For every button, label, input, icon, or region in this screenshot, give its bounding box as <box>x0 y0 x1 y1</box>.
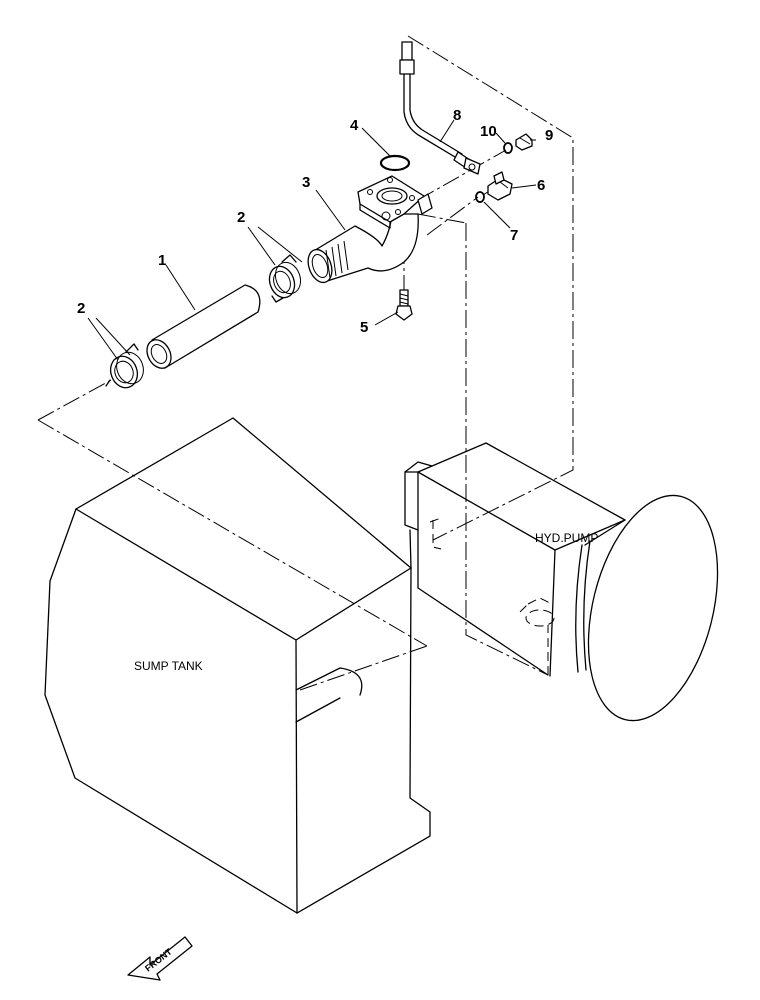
plug <box>515 133 533 151</box>
callout-5: 5 <box>360 319 368 336</box>
callout-3: 3 <box>302 174 310 191</box>
front-arrow-icon: FRONT <box>127 936 193 981</box>
leader-lines <box>87 119 537 361</box>
hyd-pump-label: HYD.PUMP <box>535 531 598 545</box>
hose-clamp-middle <box>268 254 302 303</box>
sump-tank <box>44 417 431 914</box>
suction-hose <box>146 284 261 369</box>
callout-7: 7 <box>510 227 518 244</box>
callout-8: 8 <box>453 107 461 124</box>
sump-tank-label: SUMP TANK <box>134 659 203 673</box>
bolt <box>395 289 413 321</box>
o-ring-4 <box>379 154 411 172</box>
callout-10: 10 <box>480 123 497 140</box>
callout-4: 4 <box>350 117 359 134</box>
callout-9: 9 <box>545 127 553 144</box>
callout-2-left: 2 <box>77 300 85 317</box>
callout-numbers: 1 2 2 3 4 5 6 7 8 9 10 <box>77 107 553 336</box>
suction-pipe <box>307 175 433 284</box>
callout-2-middle: 2 <box>237 209 245 226</box>
callout-1: 1 <box>158 252 166 269</box>
elbow-fitting <box>487 171 513 201</box>
o-ring-7 <box>475 191 485 203</box>
hose-clamp-left <box>105 343 144 389</box>
hydraulic-pump <box>404 442 719 722</box>
o-ring-10 <box>503 142 513 154</box>
callout-6: 6 <box>537 177 545 194</box>
pressure-tube <box>399 41 481 175</box>
